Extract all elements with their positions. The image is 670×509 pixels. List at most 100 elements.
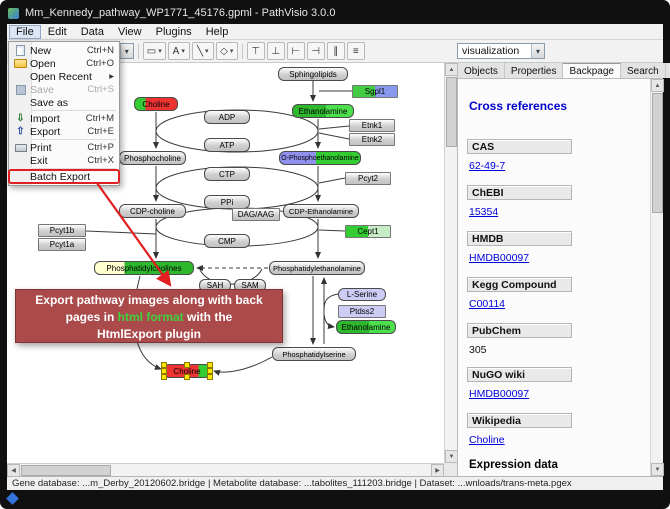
menu-item-label: New	[30, 44, 52, 57]
pathway-node-o-phosphoethanolamine[interactable]: O-Phosphoethanolamine	[279, 151, 361, 165]
pathway-node-ptdss2[interactable]: Ptdss2	[338, 305, 386, 318]
menu-plugins[interactable]: Plugins	[155, 25, 192, 38]
distribute-button[interactable]: ∥	[326, 42, 345, 60]
xref-link[interactable]: 62-49-7	[469, 160, 506, 172]
scroll-thumb[interactable]	[652, 93, 663, 213]
scroll-down-button[interactable]: ▼	[651, 463, 664, 476]
save-icon-slot	[11, 84, 30, 95]
scroll-thumb[interactable]	[21, 465, 111, 476]
pathway-node-adp[interactable]: ADP	[204, 110, 250, 124]
align-left-button[interactable]: ⊢	[286, 42, 305, 60]
shape-tool-button[interactable]: ◇▾	[215, 42, 238, 60]
menu-data[interactable]: Data	[80, 25, 104, 38]
label-tool-button[interactable]: A▾	[167, 42, 190, 60]
xref-header[interactable]: Kegg Compound	[467, 277, 572, 292]
pathway-node-phosphatidylserine[interactable]: Phosphatidylserine	[272, 347, 356, 361]
menu-shortcut: Ctrl+S	[87, 84, 114, 95]
selection-handle[interactable]	[161, 374, 167, 380]
scroll-up-button[interactable]: ▲	[651, 79, 664, 92]
align-tools: ⊤⊥⊢⊣∥≡	[246, 42, 365, 60]
pathway-node-phosphocholine[interactable]: Phosphocholine	[119, 151, 186, 165]
node-label: Etnk2	[361, 135, 383, 144]
tab-search[interactable]: Search	[620, 63, 666, 78]
datanode-tool-button[interactable]: ▭▾	[142, 42, 166, 60]
menu-view[interactable]: View	[117, 25, 142, 38]
tab-legend[interactable]: Legend	[665, 63, 670, 78]
file-menu-item-open-recent[interactable]: Open Recent▸	[9, 70, 119, 83]
node-label: CTP	[219, 169, 235, 179]
pathway-node-l-serine[interactable]: L-Serine	[338, 288, 386, 301]
file-menu-item-save-as[interactable]: Save as	[9, 96, 119, 109]
align-bottom-button[interactable]: ⊥	[266, 42, 285, 60]
pathway-node-sgpl1[interactable]: Sgpl1	[352, 85, 398, 98]
pathway-node-sphingolipids[interactable]: Sphingolipids	[278, 67, 348, 81]
xref-header[interactable]: Wikipedia	[467, 413, 572, 428]
menu-edit[interactable]: Edit	[47, 25, 67, 38]
pathway-node-phosphatidylethanolamine[interactable]: Phosphatidylethanolamine	[269, 261, 365, 275]
selection-handle[interactable]	[207, 368, 213, 374]
pathway-node-cmp[interactable]: CMP	[204, 234, 250, 248]
visualization-select[interactable]: visualization ▾	[457, 43, 545, 59]
pathway-node-pcyt1b[interactable]: Pcyt1b	[38, 224, 86, 237]
new-icon-slot	[11, 45, 30, 56]
xref-header[interactable]: ChEBI	[467, 185, 572, 200]
line-tool-button[interactable]: ╲▾	[191, 42, 214, 60]
xref-header[interactable]: HMDB	[467, 231, 572, 246]
pathway-node-pcyt1a[interactable]: Pcyt1a	[38, 238, 86, 251]
pathway-node-etnk1[interactable]: Etnk1	[349, 119, 395, 132]
xref-header[interactable]: NuGO wiki	[467, 367, 572, 382]
pathway-node-cdp-ethanolamine[interactable]: CDP-Ethanolamine	[283, 204, 359, 218]
menu-help[interactable]: Help	[205, 25, 229, 38]
pathway-node-atp[interactable]: ATP	[204, 138, 250, 152]
xref-link[interactable]: HMDB00097	[469, 388, 530, 400]
xref-link[interactable]: Choline	[469, 434, 505, 446]
pathway-node-ethanolamine-top[interactable]: Ethanolamine	[292, 104, 354, 118]
pathway-node-cept1[interactable]: Cept1	[345, 225, 391, 238]
selection-handle[interactable]	[161, 362, 167, 368]
pathway-node-dag-aag[interactable]: DAG/AAG	[232, 208, 280, 221]
pathway-node-choline-selected[interactable]: Choline	[161, 362, 213, 380]
pathway-node-phosphatidylcholines[interactable]: Phosphatidylcholines	[94, 261, 194, 275]
scroll-up-button[interactable]: ▲	[445, 63, 458, 76]
menu-file[interactable]: File	[9, 24, 41, 39]
selection-handle[interactable]	[184, 362, 190, 368]
pathway-node-ctp[interactable]: CTP	[204, 167, 250, 181]
selection-handle[interactable]	[161, 368, 167, 374]
pathway-node-cdp-choline[interactable]: CDP-choline	[119, 204, 186, 218]
annotation-highlight: html format	[117, 310, 184, 324]
pathway-node-pcyt2[interactable]: Pcyt2	[345, 172, 391, 185]
xref-link[interactable]: HMDB00097	[469, 252, 530, 264]
annotation-text: pages in	[65, 310, 118, 324]
menu-separator	[32, 139, 116, 140]
tab-objects[interactable]: Objects	[458, 63, 505, 78]
pathway-node-etnk2[interactable]: Etnk2	[349, 133, 395, 146]
xref-link[interactable]: 15354	[469, 206, 499, 218]
selection-handle[interactable]	[207, 362, 213, 368]
align-right-button[interactable]: ⊣	[306, 42, 325, 60]
xref-header[interactable]: PubChem	[467, 323, 572, 338]
pathway-node-ppi[interactable]: PPi	[204, 195, 250, 209]
stack-button[interactable]: ≡	[346, 42, 365, 60]
file-menu-item-batch-export[interactable]: Batch Export	[8, 169, 120, 184]
align-top-button[interactable]: ⊤	[246, 42, 265, 60]
selection-handle[interactable]	[184, 374, 190, 380]
tab-backpage[interactable]: Backpage	[563, 63, 621, 78]
pathway-node-ethanolamine-bottom[interactable]: Ethanolamine	[336, 320, 396, 334]
xref-header[interactable]: CAS	[467, 139, 572, 154]
selection-handle[interactable]	[207, 374, 213, 380]
scroll-thumb[interactable]	[446, 77, 457, 147]
menu-shortcut: Ctrl+M	[85, 113, 114, 124]
tab-properties[interactable]: Properties	[504, 63, 564, 78]
pathway-node-choline-top[interactable]: Choline	[134, 97, 178, 111]
scroll-corner	[444, 463, 457, 476]
xref-link[interactable]: C00114	[469, 298, 506, 310]
